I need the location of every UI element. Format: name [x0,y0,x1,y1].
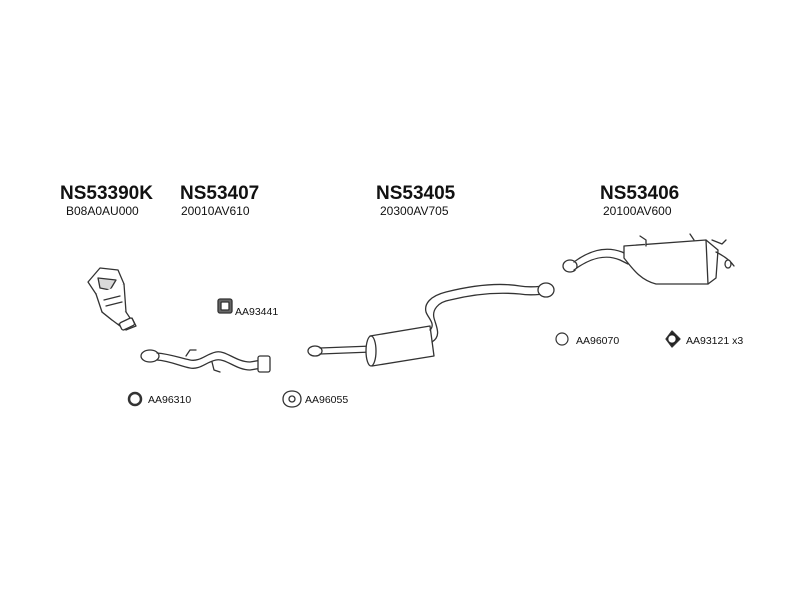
accessory-label-aa96055: AA96055 [305,394,349,406]
part-oem-front-pipe: 20010AV610 [181,204,250,218]
front-pipe-drawing [140,349,271,373]
catalytic-converter-drawing [87,267,137,331]
bracket-icon [217,298,233,314]
accessory-label-aa93441: AA93441 [235,306,279,318]
rear-silencer-drawing [562,233,735,285]
part-code-middle-silencer: NS53405 [376,183,456,204]
part-oem-middle-silencer: 20300AV705 [380,204,449,218]
part-oem-catalyst: B08A0AU000 [66,204,139,218]
middle-silencer-drawing [307,282,555,367]
rubber-hanger-icon [665,330,681,348]
accessory-label-aa96070: AA96070 [576,335,620,347]
part-code-front-pipe: NS53407 [180,183,260,204]
flange-gasket-icon [282,390,302,408]
part-code-rear-silencer: NS53406 [600,183,680,204]
accessory-label-aa93121: AA93121 x3 [686,335,744,347]
part-code-catalyst: NS53390K [60,183,153,204]
part-oem-rear-silencer: 20100AV600 [603,204,672,218]
ring-gasket-icon-aa96070 [555,332,569,346]
accessory-label-aa96310: AA96310 [148,394,192,406]
ring-gasket-icon-aa96310 [127,391,143,407]
